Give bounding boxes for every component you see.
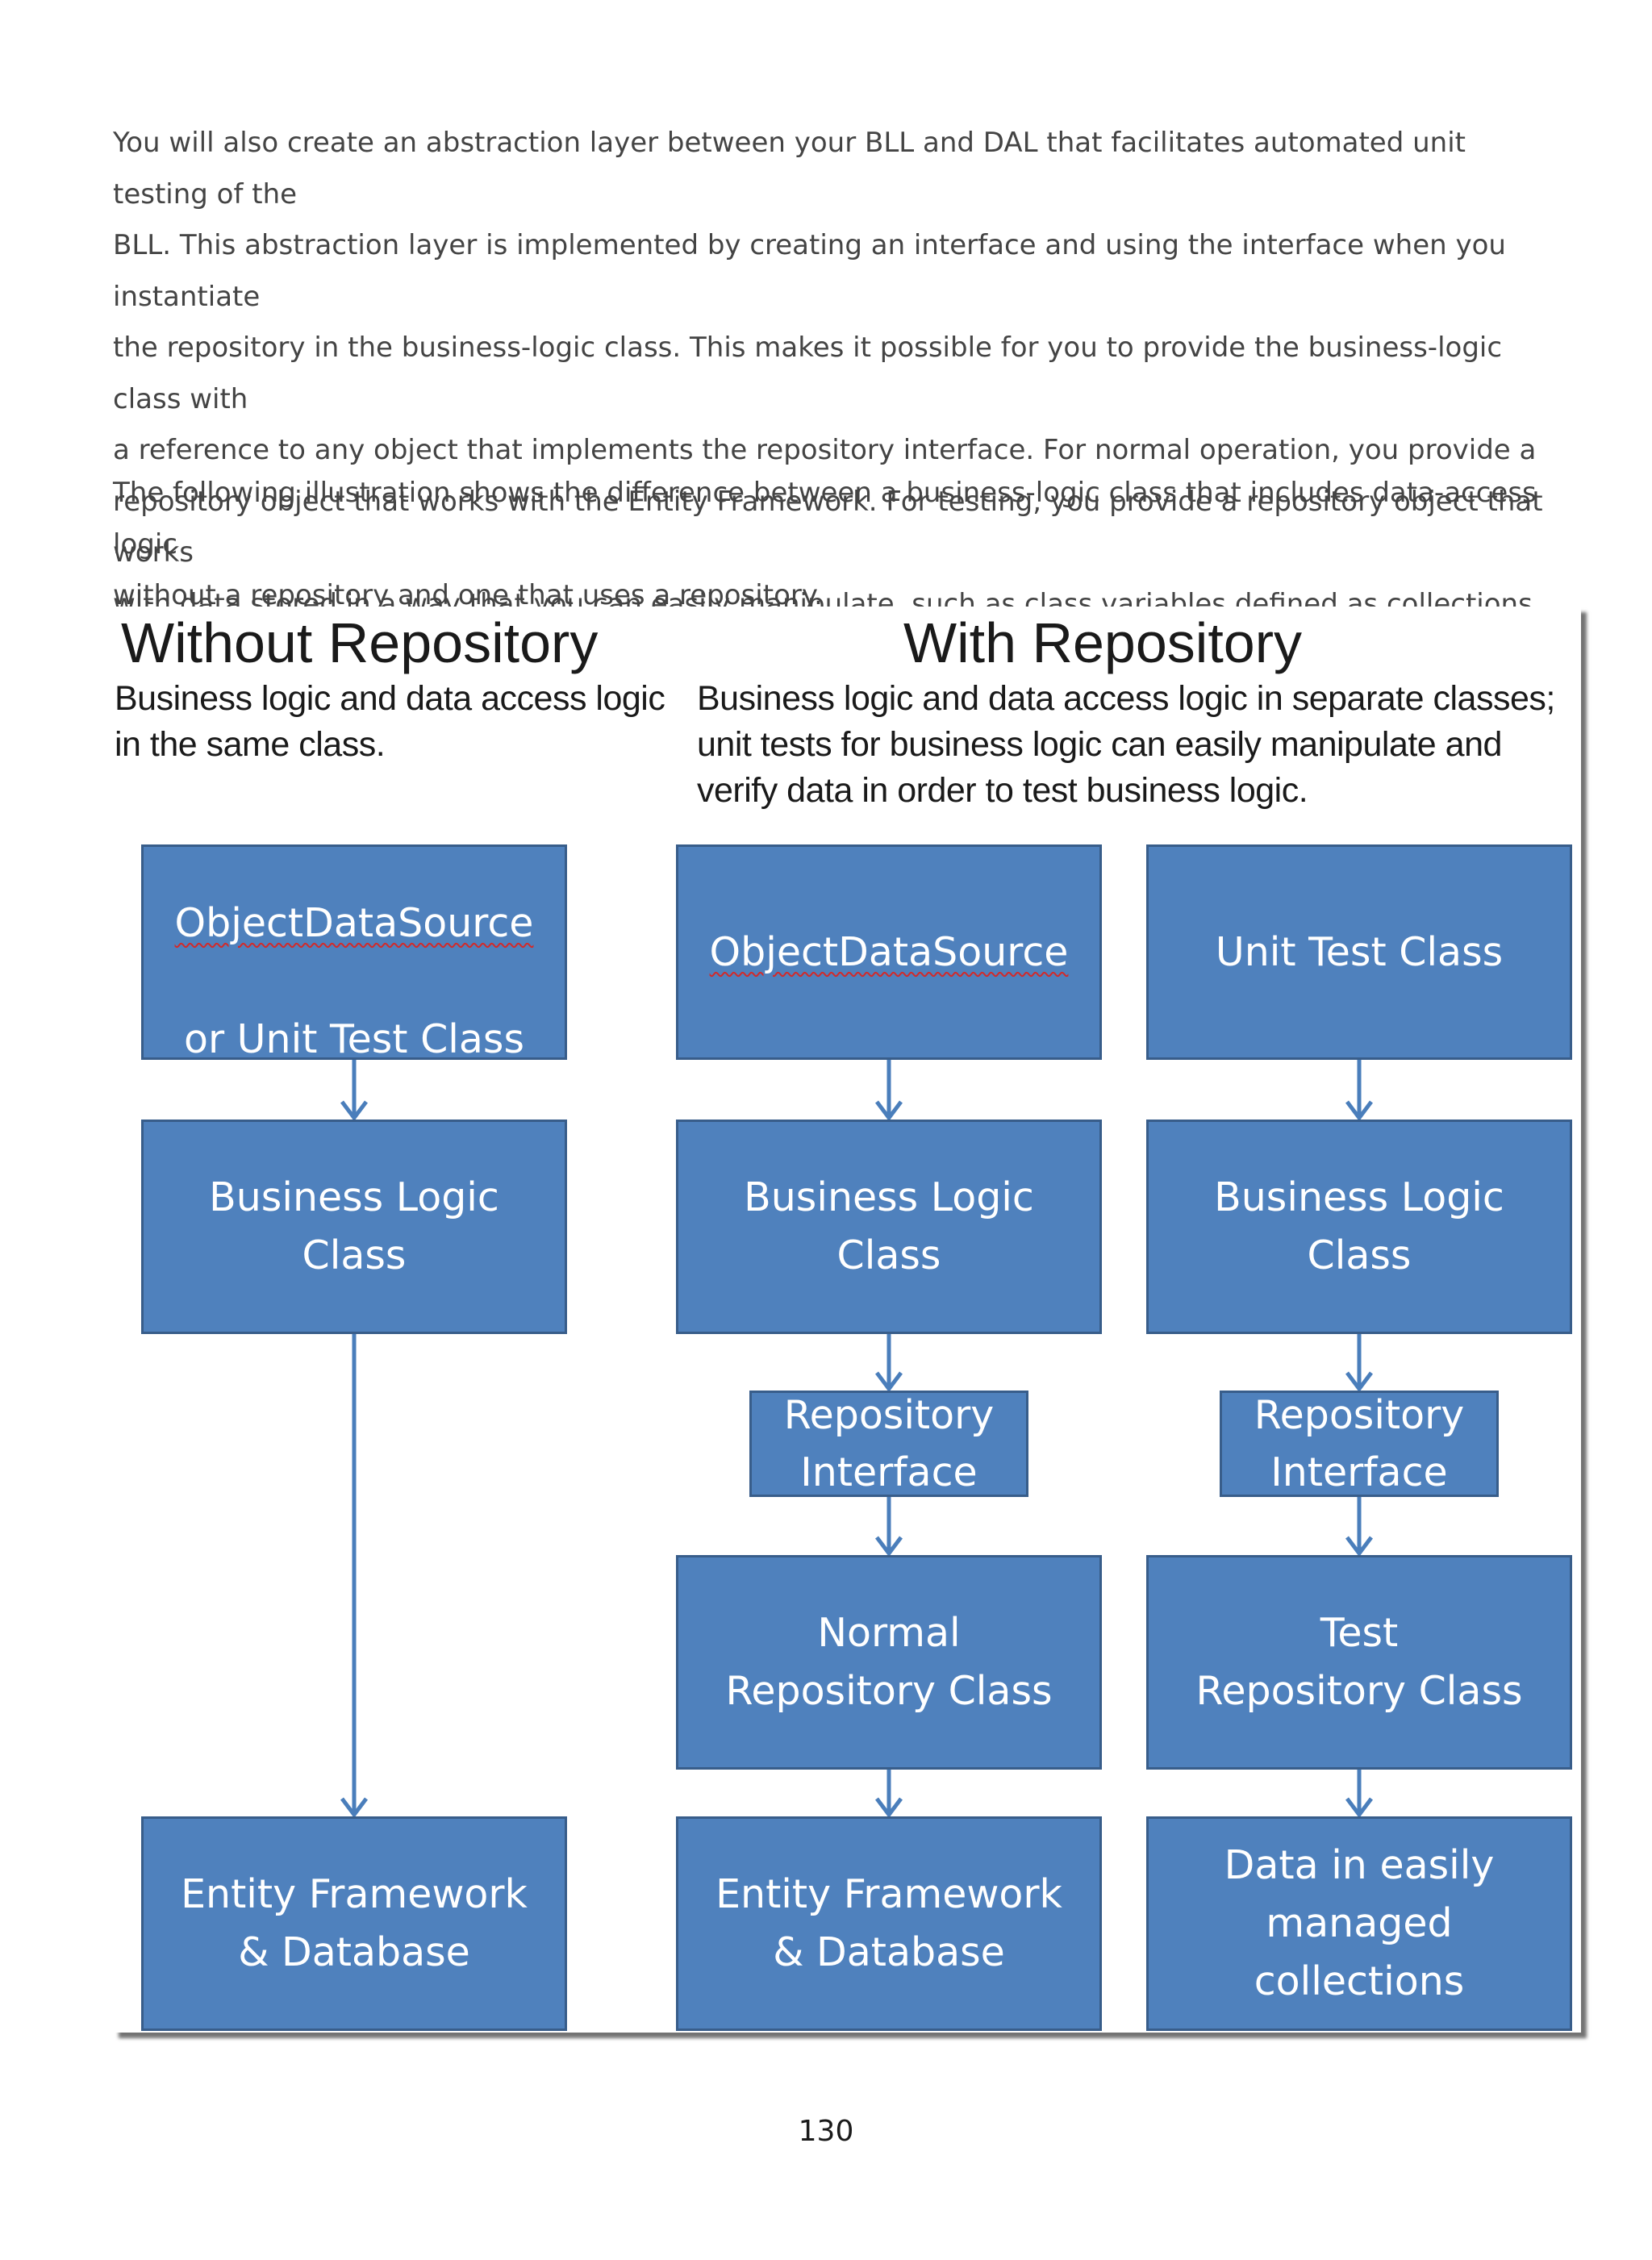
left-business-logic-box: Business Logic Class bbox=[141, 1120, 567, 1334]
arrow-left-logic-to-ef-head bbox=[340, 1797, 368, 1819]
illustration-caption-paragraph: The following illustration shows the dif… bbox=[113, 477, 1537, 611]
mid-source-box: ObjectDataSource bbox=[676, 844, 1102, 1060]
left-source-line2: or Unit Test Class bbox=[183, 1015, 524, 1062]
left-source-line1: ObjectDataSource bbox=[174, 899, 534, 946]
right-repository-interface-box: Repository Interface bbox=[1220, 1391, 1499, 1497]
right-test-repository-box: Test Repository Class bbox=[1146, 1555, 1572, 1770]
page-number: 130 bbox=[798, 2115, 854, 2148]
mid-repository-interface-box: Repository Interface bbox=[749, 1391, 1028, 1497]
right-data-collections-box: Data in easily managed collections bbox=[1146, 1816, 1572, 2031]
repository-comparison-figure: Without Repository With Repository Busin… bbox=[113, 607, 1581, 2033]
intro-paragraph: You will also create an abstraction laye… bbox=[113, 127, 1543, 620]
mid-source-label: ObjectDataSource bbox=[709, 928, 1069, 975]
mid-entity-framework-box: Entity Framework & Database bbox=[676, 1816, 1102, 2031]
arrow-left-source-to-logic-head bbox=[340, 1100, 368, 1122]
left-entity-framework-box: Entity Framework & Database bbox=[141, 1816, 567, 2031]
with-repository-heading: With Repository bbox=[903, 611, 1303, 674]
with-repository-description: Business logic and data access logic in … bbox=[697, 679, 1555, 810]
left-source-box: ObjectDataSource or Unit Test Class bbox=[141, 844, 567, 1062]
right-business-logic-box: Business Logic Class bbox=[1146, 1120, 1572, 1334]
without-repository-heading: Without Repository bbox=[121, 611, 599, 674]
mid-normal-repository-box: Normal Repository Class bbox=[676, 1555, 1102, 1770]
flow-arrows bbox=[340, 1060, 1373, 1819]
without-repository-description: Business logic and data access logic in … bbox=[115, 679, 665, 764]
mid-business-logic-box: Business Logic Class bbox=[676, 1120, 1102, 1334]
right-source-box: Unit Test Class bbox=[1146, 844, 1572, 1060]
